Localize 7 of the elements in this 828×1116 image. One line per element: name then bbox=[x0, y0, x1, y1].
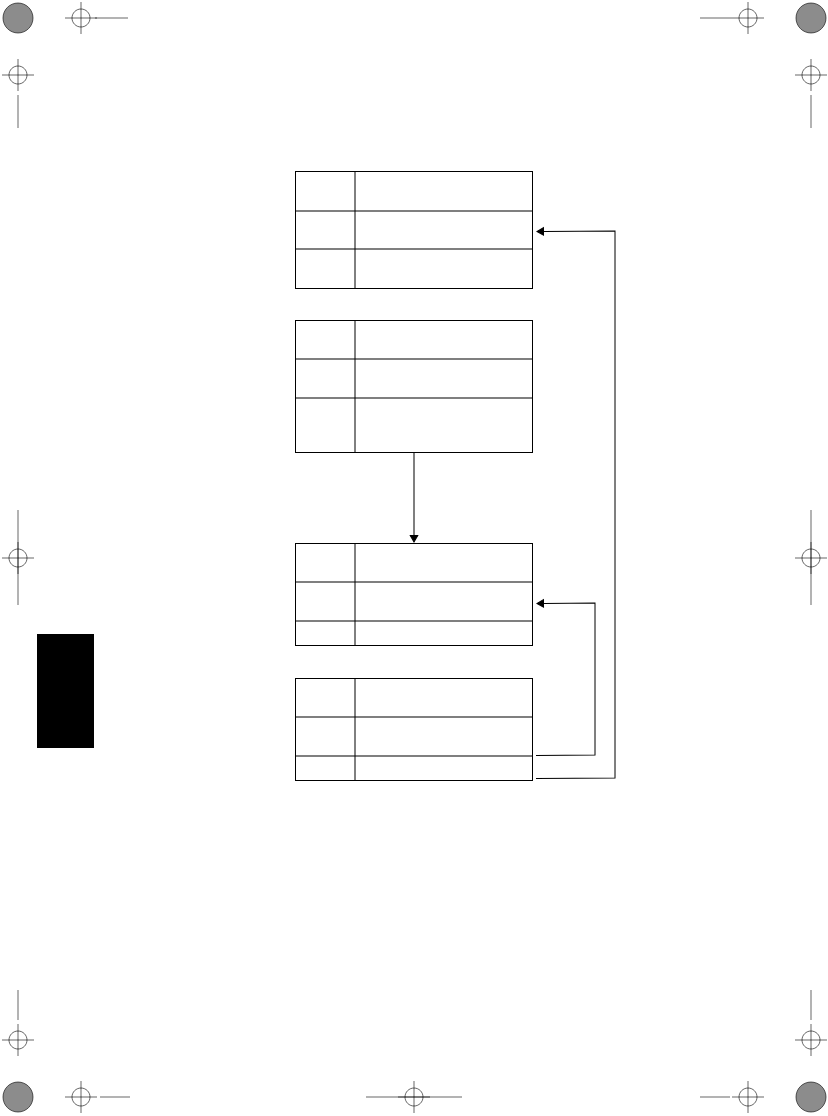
table bbox=[294, 677, 533, 781]
arrow bbox=[535, 599, 596, 756]
arrow bbox=[535, 227, 616, 779]
table bbox=[294, 542, 533, 646]
table bbox=[294, 170, 533, 289]
arrow bbox=[409, 452, 419, 543]
table bbox=[294, 319, 533, 453]
